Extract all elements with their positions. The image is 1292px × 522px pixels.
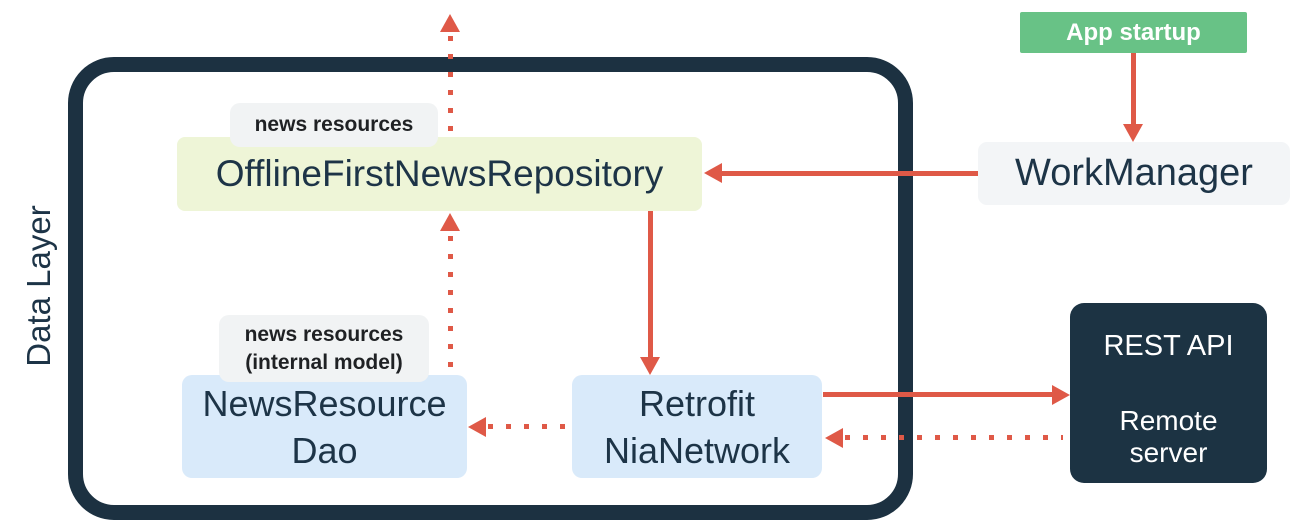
tag-news-resources: news resources bbox=[230, 103, 438, 147]
arrow-workmanager-to-repository-head bbox=[704, 163, 722, 183]
tag-internal-model-line1: news resources bbox=[244, 322, 404, 346]
arrow-network-to-dao-head bbox=[468, 417, 486, 437]
rest-api-subtitle: Remote server bbox=[1119, 405, 1217, 469]
rest-api-title: REST API bbox=[1103, 330, 1234, 362]
node-news-resource-dao-line2: Dao bbox=[291, 429, 358, 471]
tag-news-resources-internal-model: news resources (internal model) bbox=[219, 315, 429, 382]
arrow-restapi-to-network-line bbox=[845, 435, 1063, 440]
node-retrofit-nia-network-line1: Retrofit bbox=[638, 382, 756, 424]
arrow-repository-to-top-line bbox=[448, 36, 453, 137]
data-layer-label: Data Layer bbox=[20, 205, 57, 367]
tag-news-resources-text: news resources bbox=[254, 113, 414, 136]
arrow-repository-to-network-head bbox=[640, 357, 660, 375]
node-rest-api-remote-server: REST API Remote server bbox=[1070, 303, 1267, 483]
node-workmanager-label: WorkManager bbox=[1015, 152, 1253, 194]
arrow-workmanager-to-repository-line bbox=[720, 171, 978, 176]
arrow-appstartup-to-workmanager-head bbox=[1123, 124, 1143, 142]
node-retrofit-nia-network-line2: NiaNetwork bbox=[603, 429, 791, 471]
arrow-repository-to-network-line bbox=[648, 211, 653, 358]
node-retrofit-nia-network: Retrofit NiaNetwork bbox=[572, 375, 822, 478]
node-news-resource-dao: NewsResource Dao bbox=[182, 375, 467, 478]
node-offline-first-news-repository-label: OfflineFirstNewsRepository bbox=[215, 153, 664, 194]
node-app-startup-label: App startup bbox=[1066, 18, 1201, 46]
node-app-startup: App startup bbox=[1020, 12, 1247, 53]
tag-internal-model-line2: (internal model) bbox=[245, 350, 403, 374]
arrow-dao-to-repository-line bbox=[448, 236, 453, 376]
arrow-restapi-to-network-head bbox=[825, 428, 843, 448]
arrow-network-to-restapi-line bbox=[823, 392, 1052, 397]
node-news-resource-dao-line1: NewsResource bbox=[202, 382, 447, 424]
node-offline-first-news-repository: OfflineFirstNewsRepository bbox=[177, 137, 702, 211]
arrow-appstartup-to-workmanager-line bbox=[1131, 53, 1136, 126]
rest-api-subtitle-line1: Remote bbox=[1119, 405, 1218, 436]
arrow-network-to-restapi-head bbox=[1052, 385, 1070, 405]
node-workmanager: WorkManager bbox=[978, 142, 1290, 205]
arrow-repository-to-top-head bbox=[440, 14, 460, 32]
arrow-network-to-dao-line bbox=[488, 424, 572, 429]
arrow-dao-to-repository-head bbox=[440, 213, 460, 231]
rest-api-subtitle-line2: server bbox=[1129, 437, 1208, 468]
